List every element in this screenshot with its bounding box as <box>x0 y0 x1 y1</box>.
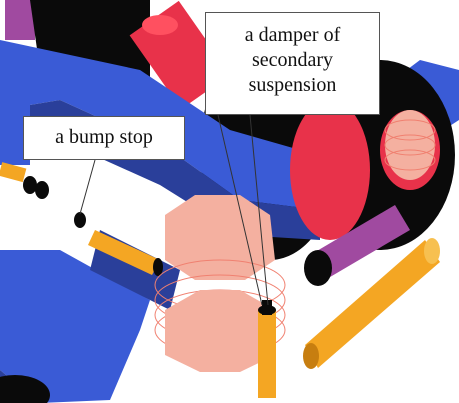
damper-label-line-2: secondary <box>251 49 334 71</box>
wheel-bottom-left <box>0 375 50 403</box>
bump-stop-rings <box>23 176 86 228</box>
bump-stop-label: a bump stop <box>55 126 153 148</box>
damper-right <box>303 238 440 369</box>
damper-label-line-3: suspension <box>248 74 337 96</box>
arm-purple <box>304 205 410 286</box>
damper-label-line-1: a damper of <box>244 24 341 46</box>
bump-stop-pointer <box>79 159 96 215</box>
bump-stop-callout: a bump stop <box>23 116 185 160</box>
damper-left <box>0 162 163 276</box>
damper-callout: a damper of secondary suspension <box>205 12 380 115</box>
spring-left <box>154 195 286 372</box>
spring-right <box>384 110 436 180</box>
damper-pointer-left <box>217 114 263 306</box>
damper-pointer-right <box>249 114 269 306</box>
purple-block-top <box>5 0 35 40</box>
damper-vertical <box>258 300 276 398</box>
